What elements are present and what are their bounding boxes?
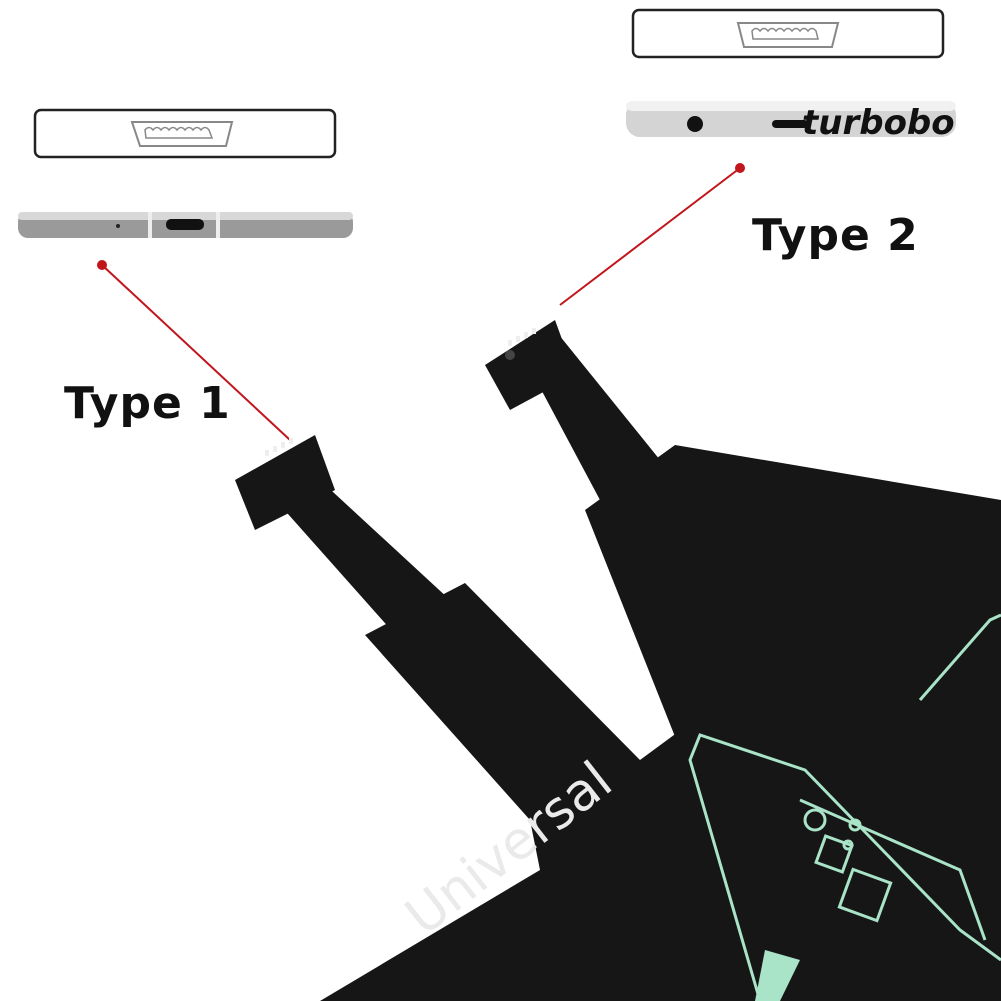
type2-phone-edge	[626, 101, 956, 137]
circuit-pattern	[688, 613, 1001, 1001]
connector-pins	[265, 328, 536, 456]
brand-watermark: turbobo	[802, 103, 955, 143]
type1-label: Type 1	[64, 378, 231, 429]
type1-port-diagram	[33, 108, 337, 159]
type2-label: Type 2	[752, 210, 919, 261]
type1-phone-edge	[18, 212, 353, 238]
type2-port-diagram	[631, 8, 945, 59]
type1-pointer	[97, 260, 291, 441]
type1-receiver-pad	[235, 435, 1001, 1001]
circuit-coil-area	[755, 950, 800, 1001]
type2-pointer	[559, 163, 745, 306]
